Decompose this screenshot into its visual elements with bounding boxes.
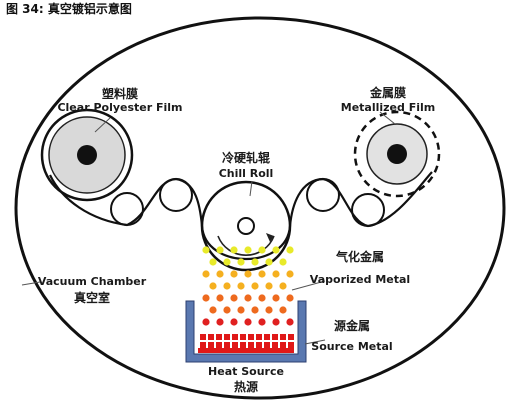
vapor-particle — [216, 246, 224, 254]
vapor-particle — [251, 306, 259, 314]
crucible — [185, 300, 307, 363]
vapor-particle — [244, 246, 252, 254]
idler-roller-3 — [306, 178, 340, 212]
vapor-particle — [202, 294, 210, 302]
vapor-particle — [230, 318, 238, 326]
unwind-roll — [40, 108, 134, 202]
vapor-particle — [279, 282, 287, 290]
vapor-particle — [216, 270, 224, 278]
vapor-particle — [230, 270, 238, 278]
vapor-particle — [279, 306, 287, 314]
source-metal-block — [200, 342, 206, 348]
heat-source-label-en: Heat Source — [208, 365, 284, 378]
vacuum-chamber-label-en: Vacuum Chamber — [38, 275, 147, 288]
source-metal-block — [232, 334, 238, 340]
vaporized-metal-particles — [202, 246, 294, 326]
idler-roller-1 — [110, 192, 144, 226]
vapor-particle — [230, 246, 238, 254]
vapor-particle — [244, 294, 252, 302]
vacuum-chamber-outline — [14, 16, 506, 400]
chill-roll-label-en: Chill Roll — [219, 167, 274, 180]
vapor-particle — [258, 318, 266, 326]
vapor-particle — [216, 318, 224, 326]
chill-roll-label-zh: 冷硬轧辊 — [222, 150, 270, 165]
source-metal-block — [280, 334, 286, 340]
vapor-particle — [286, 270, 294, 278]
vapor-particle — [230, 294, 238, 302]
source-metal-block — [264, 334, 270, 340]
source-metal-block — [256, 334, 262, 340]
vapor-particle — [279, 258, 287, 266]
vapor-particle — [223, 258, 231, 266]
source-metal-block — [248, 342, 254, 348]
vapor-particle — [258, 270, 266, 278]
source-metal-block — [208, 342, 214, 348]
vapor-particle — [209, 282, 217, 290]
heat-source-label-zh: 热源 — [234, 379, 258, 394]
rewind-roll — [353, 110, 441, 198]
vapor-particle — [223, 282, 231, 290]
idler-roller-4 — [351, 193, 385, 227]
leader-lines — [21, 111, 396, 345]
source-metal-block — [280, 342, 286, 348]
vapor-particle — [286, 294, 294, 302]
vapor-particle — [272, 318, 280, 326]
vapor-particle — [237, 282, 245, 290]
vapor-particle — [265, 258, 273, 266]
source-metal-pool — [198, 348, 294, 353]
vapor-particle — [286, 318, 294, 326]
vapor-particle — [244, 270, 252, 278]
vapor-particle — [209, 306, 217, 314]
metallized-film-label-en: Metallized Film — [341, 101, 435, 114]
source-metal-label-en: Source Metal — [311, 340, 392, 353]
vapor-particle — [265, 282, 273, 290]
vapor-particle — [244, 318, 252, 326]
vapor-particle — [202, 318, 210, 326]
source-metal-block — [272, 334, 278, 340]
figure-caption: 图 34: 真空镀铝示意图 — [6, 2, 132, 16]
vapor-particle — [216, 294, 224, 302]
vapor-particle — [237, 258, 245, 266]
source-metal-block — [288, 342, 294, 348]
vapor-particle — [272, 294, 280, 302]
vapor-particle — [202, 270, 210, 278]
vapor-particle — [258, 246, 266, 254]
source-metal-block — [208, 334, 214, 340]
metallized-film-label-zh: 金属膜 — [369, 85, 406, 100]
source-metal-block — [224, 334, 230, 340]
source-metal-block — [240, 334, 246, 340]
vapor-particle — [209, 258, 217, 266]
source-metal-block — [240, 342, 246, 348]
source-metal-label-zh: 源金属 — [334, 318, 370, 333]
source-metal-block — [248, 334, 254, 340]
vapor-particle — [272, 246, 280, 254]
source-metal-block — [264, 342, 270, 348]
source-metal-block — [256, 342, 262, 348]
clear-film-label-en: Clear Polyester Film — [57, 101, 182, 114]
vapor-particle — [265, 306, 273, 314]
vapor-particle — [286, 246, 294, 254]
source-metal-block — [216, 334, 222, 340]
vapor-particle — [258, 294, 266, 302]
source-metal-block — [200, 334, 206, 340]
vaporized-metal-label-en: Vaporized Metal — [310, 273, 410, 286]
source-metal-bath — [198, 334, 294, 353]
source-metal-block — [272, 342, 278, 348]
source-metal-block — [232, 342, 238, 348]
chill-roll — [200, 180, 292, 272]
source-metal-block — [224, 342, 230, 348]
vapor-particle — [272, 270, 280, 278]
vapor-particle — [202, 246, 210, 254]
vaporized-metal-label-zh: 气化金属 — [335, 249, 384, 264]
vapor-particle — [223, 306, 231, 314]
vapor-particle — [251, 282, 259, 290]
source-metal-block — [216, 342, 222, 348]
vacuum-chamber-label-zh: 真空室 — [74, 290, 110, 305]
clear-film-label-zh: 塑料膜 — [102, 86, 138, 101]
vapor-particle — [251, 258, 259, 266]
vapor-particle — [237, 306, 245, 314]
source-metal-block — [288, 334, 294, 340]
